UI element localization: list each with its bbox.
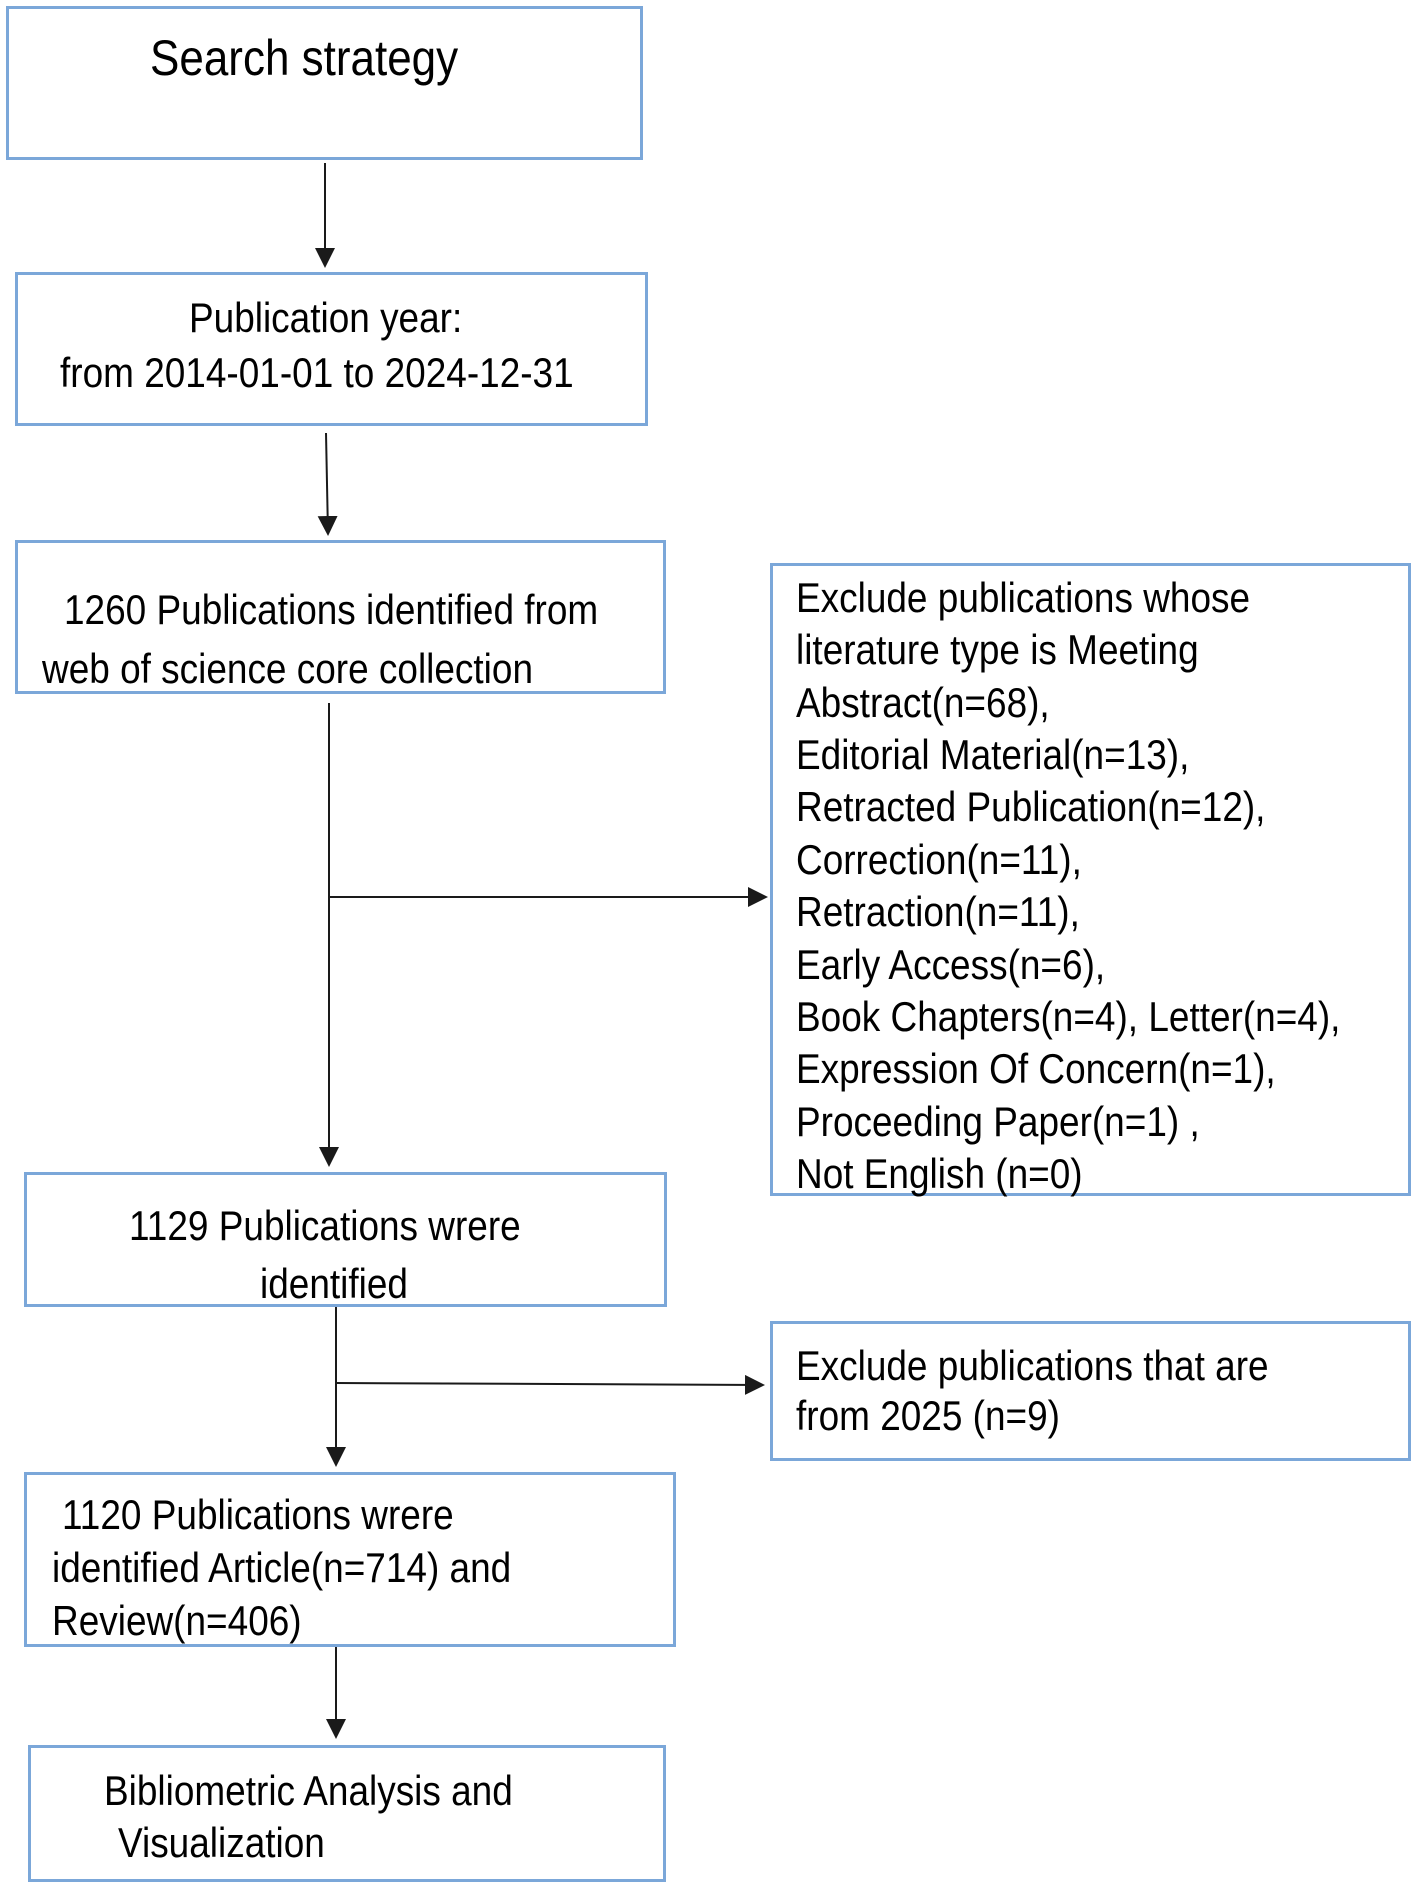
publication-year-range: from 2014-01-01 to 2024-12-31	[60, 349, 574, 396]
identified-1129-box	[24, 1172, 667, 1307]
exclude-2025-box	[770, 1321, 1411, 1461]
identified-1120-line3: Review(n=406)	[52, 1597, 302, 1644]
exclude-types-line: Abstract(n=68),	[796, 679, 1050, 726]
identified-1120-box	[24, 1472, 676, 1647]
exclude-types-line: Book Chapters(n=4), Letter(n=4),	[796, 993, 1341, 1040]
identified-1120-line2: identified Article(n=714) and	[52, 1544, 512, 1591]
identified-1260-box	[15, 540, 666, 694]
exclude-types-line: Not English (n=0)	[796, 1150, 1083, 1197]
arrow-to-exclude-2025	[335, 1374, 765, 1395]
exclude-types-line: Expression Of Concern(n=1),	[796, 1045, 1276, 1092]
analysis-line1: Bibliometric Analysis and	[104, 1767, 513, 1814]
exclude-types-line: Retracted Publication(n=12),	[796, 783, 1266, 830]
exclude-types-line: Retraction(n=11),	[796, 888, 1080, 935]
analysis-box	[28, 1745, 666, 1882]
identified-1120-line1: 1120 Publications wrere	[62, 1491, 454, 1538]
identified-1260-line1: 1260 Publications identified from	[64, 586, 599, 633]
exclude-types-line: Proceeding Paper(n=1) ,	[796, 1098, 1200, 1145]
arrow-year-to-identified	[317, 432, 338, 536]
identified-1260-line2: web of science core collection	[42, 645, 534, 692]
analysis-line2: Visualization	[118, 1819, 325, 1866]
exclude-types-line: Exclude publications whose	[796, 574, 1251, 621]
exclude-types-line: literature type is Meeting	[796, 626, 1199, 673]
exclude-types-line: Early Access(n=6),	[796, 941, 1106, 988]
publication-year-box	[15, 272, 648, 426]
exclude-types-line: Correction(n=11),	[796, 836, 1082, 883]
search-strategy-label: Search strategy	[150, 30, 459, 86]
exclude-types-box	[770, 563, 1411, 1196]
identified-1129-line1: 1129 Publications wrere	[129, 1202, 521, 1249]
exclude-2025-line1: Exclude publications that are	[796, 1342, 1269, 1389]
exclude-types-line: Editorial Material(n=13),	[796, 731, 1190, 778]
identified-1129-line2: identified	[260, 1260, 408, 1307]
search-strategy-box	[6, 6, 643, 160]
exclude-2025-line2: from 2025 (n=9)	[796, 1392, 1060, 1439]
publication-year-label: Publication year:	[189, 294, 463, 341]
